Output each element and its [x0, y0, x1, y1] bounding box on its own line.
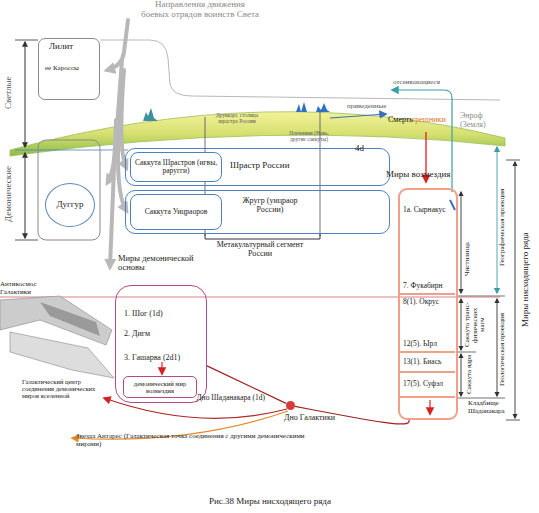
axis-tick — [15, 40, 38, 41]
node-subtitle: ее Кароссы — [45, 65, 97, 73]
node-title: Дуггур — [56, 200, 83, 210]
movement-arrow — [108, 20, 128, 70]
light-world-boundary — [100, 40, 500, 100]
node-title: Саккута Уицраоров — [145, 208, 207, 216]
projection-label: Географическая проекция — [499, 165, 507, 290]
retribution-worlds-box: Миры возмездия1а. Сырнакус7. Фукабирн8(1… — [398, 188, 458, 420]
projection-bracket — [497, 147, 498, 293]
series-label: Миры нисходящего ряда — [521, 200, 531, 360]
world-name: 8(1). Окрус — [403, 298, 454, 306]
direction-note: Направления движения боевых отрядов воин… — [140, 0, 260, 20]
place-note: Пленники (Навь, другие саккуты) — [286, 130, 332, 142]
axis-tick — [15, 240, 38, 241]
earth-band — [10, 112, 505, 156]
descent-arrow — [429, 400, 430, 414]
range-bracket — [461, 299, 462, 350]
zone-divider — [15, 150, 128, 151]
city-silhouette — [316, 103, 330, 112]
node-title: Лилит — [49, 42, 73, 52]
range-tick — [458, 398, 505, 399]
brought-arrow — [330, 114, 386, 118]
sakkuta-box: Саккута Уицраоров — [130, 194, 222, 230]
range-bracket — [461, 354, 462, 396]
region-box: Жругр (уицраор России) Саккута Уицраоров — [125, 190, 390, 234]
world-name: 1а. Сырнакус — [403, 206, 454, 214]
connector — [207, 366, 286, 404]
range-label: Саккута ядра — [466, 354, 474, 394]
world-name: 13(1). Биась — [403, 358, 454, 366]
galactic-link — [104, 398, 287, 418]
antikosmos-shape — [40, 302, 100, 336]
flow-label: Смерть — [388, 116, 413, 125]
dimension-label: 4d — [355, 144, 364, 154]
node-title: Дно Галактики — [284, 414, 335, 423]
city-silhouette — [143, 108, 158, 121]
world-section: 17(5). Суфэл — [400, 373, 455, 398]
world-name: 17(5). Суфэл — [403, 380, 454, 388]
range-label: Кладбище Шаданакара — [468, 400, 514, 415]
region-title: Шрастр России — [230, 161, 290, 171]
flow-label: отсеивающиеся — [393, 79, 440, 87]
node-title: Саккута Шрастров (игвы, раругги) — [131, 159, 221, 176]
zone-label: Демонические — [4, 152, 14, 237]
entity-circle: Дуггур — [45, 183, 95, 227]
world-section: 13(1). Биась — [400, 353, 455, 373]
box-heading: Миры возмездия — [386, 170, 450, 180]
region-box: Шрастр России Саккута Шрастров (игвы, рар… — [125, 148, 390, 186]
figure-caption: Рис.38 Миры нисходящего ряда — [140, 497, 400, 507]
range-bracket — [461, 192, 462, 293]
world-section: 8(1). Окрус 12(5). Ырл — [400, 295, 455, 353]
city-silhouette — [296, 102, 307, 112]
antikosmos-shape — [10, 332, 114, 378]
segment-bracket — [205, 234, 320, 239]
edge-label: Дно Шаданакара (1d) — [197, 394, 265, 402]
demonic-frame — [38, 140, 100, 240]
sakkuta-box: Саккута Шрастров (игвы, раругги) — [130, 152, 222, 182]
world-label: Энроф (Земля) — [460, 112, 508, 130]
region-title: Жругр (уицраор России) — [230, 197, 310, 215]
series-bracket — [515, 162, 516, 418]
antares-link — [72, 411, 288, 439]
galaxy-bottom-dot: Дно Галактики — [286, 401, 295, 410]
segment-line — [320, 111, 321, 236]
world-name: 3. Гашарва (2d1) — [124, 354, 180, 363]
box-heading: Миры демонической основы — [118, 254, 208, 273]
zone-label: Светлые — [4, 58, 14, 128]
flow-label: приведенные — [347, 103, 386, 111]
region-label: Галактический центр соединения демоничес… — [22, 378, 104, 399]
world-name: 1. Шог (1d) — [124, 310, 163, 319]
range-tick — [458, 352, 476, 353]
demonic-worlds-box: Миры демонической основы1. Шог (1d)2. Ди… — [115, 285, 207, 403]
sub-world-box: демонический мир возмездия — [123, 376, 197, 398]
star-note: Звезда Антарес (Галактическая точка соед… — [76, 433, 321, 448]
projection-bracket — [497, 299, 498, 396]
range-tick — [458, 296, 505, 297]
place-note: Друккарг, столица шрастра России — [208, 112, 266, 124]
projection-label: Геологическая проекция — [499, 302, 507, 397]
zone-axis — [25, 153, 26, 238]
world-section: 1а. Сырнакус 7. Фукабирн — [400, 190, 455, 295]
world-name: 7. Фукабирн — [403, 282, 454, 290]
zone-axis — [25, 42, 26, 147]
world-name: 12(5). Ырл — [403, 340, 454, 348]
series-tick — [506, 160, 520, 161]
descent-arrow — [161, 362, 162, 374]
movement-arrow — [110, 120, 116, 266]
node-title: демонический мир возмездия — [124, 380, 196, 394]
segment-label: Метакультурный сегмент России — [215, 241, 305, 259]
flow-label: грешники — [412, 116, 446, 125]
world-name: 2. Дигм — [124, 330, 150, 339]
region-label: Антикосмос Галактики — [0, 281, 62, 296]
range-label: Чистилища — [464, 230, 472, 288]
world-icon — [450, 200, 455, 210]
entity-box: Лилит ее Кароссы — [38, 38, 100, 100]
series-tick — [506, 420, 520, 421]
range-label: Саккута транс-физических магм — [464, 300, 487, 350]
connector — [295, 406, 409, 424]
